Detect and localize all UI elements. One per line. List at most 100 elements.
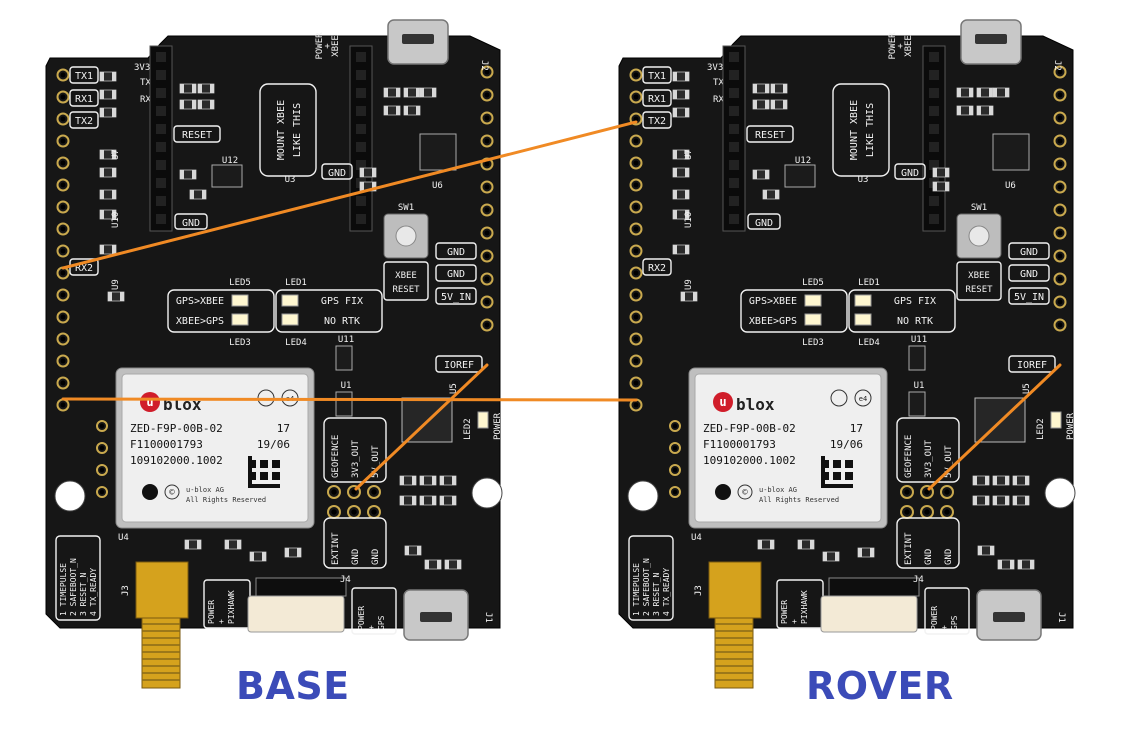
datamatrix-cell <box>837 476 841 480</box>
left-header-pin <box>56 310 70 324</box>
reset-label-box <box>746 125 794 143</box>
gnd_a-box <box>435 242 477 260</box>
socket-pin <box>356 52 366 62</box>
pin-hole <box>633 94 639 100</box>
datamatrix-cell <box>260 476 264 480</box>
geofence-label: GEOFENCE <box>904 435 914 478</box>
smd-cap <box>112 108 116 117</box>
u9-label: U9 <box>111 279 121 290</box>
smd-cap <box>1025 496 1029 505</box>
datamatrix-cell <box>260 464 264 468</box>
socket-pin <box>729 70 739 80</box>
socket-pin <box>156 106 166 116</box>
datamatrix-cell <box>272 476 276 480</box>
datamatrix-code <box>248 456 280 488</box>
pin-hole <box>60 204 66 210</box>
module-company: u-blox AG <box>186 486 224 494</box>
datamatrix-cell <box>821 476 825 480</box>
rx2-label: RX2 <box>75 263 93 274</box>
pin-hole <box>1057 92 1063 98</box>
mounting-hole <box>471 477 503 509</box>
smd-cap <box>673 150 677 159</box>
smd-cap <box>412 496 416 505</box>
pin-hole <box>60 270 66 276</box>
socket-pin <box>156 196 166 206</box>
datamatrix-cell <box>841 484 845 488</box>
tx1-label: TX1 <box>75 71 93 82</box>
pixhawk-header <box>828 577 920 597</box>
smd-cap <box>771 84 775 93</box>
u7-label: U7 <box>111 149 121 160</box>
tx-ready-label: 4 TX_READY <box>89 568 98 616</box>
breakout-pin <box>920 485 934 499</box>
u9-label: U9 <box>684 279 694 290</box>
timepulse-pin <box>669 486 681 498</box>
gnd_a-label: GND <box>447 247 465 258</box>
smd-cap <box>673 190 677 199</box>
smd-cap <box>100 150 104 159</box>
pin-hole <box>1057 253 1063 259</box>
left-header-pin <box>56 354 70 368</box>
3v3-label: 3V3 <box>707 63 723 73</box>
breakout-pin <box>347 485 361 499</box>
smd-cap <box>977 106 981 115</box>
datamatrix-cell <box>272 460 276 464</box>
breakout-pin <box>940 485 954 499</box>
power-led-label: POWER <box>493 412 503 440</box>
smd-cap <box>977 88 981 97</box>
datamatrix-cell <box>272 472 276 476</box>
mounting-hole <box>54 480 86 512</box>
smd-cap <box>396 106 400 115</box>
datamatrix-cell <box>276 484 280 488</box>
rx-short-label: RX <box>140 95 151 105</box>
tx-ready-label: 4 TX_READY <box>662 568 671 616</box>
smd-cap <box>100 245 104 254</box>
smd-cap <box>685 72 689 81</box>
datamatrix-cell <box>821 464 825 468</box>
datamatrix-cell <box>272 484 276 488</box>
socket-pin <box>156 124 166 134</box>
pin-hole <box>1057 299 1063 305</box>
tx-short-label: TX <box>713 78 724 88</box>
xbee-socket-left <box>722 45 746 232</box>
timepulse-pin <box>96 442 108 454</box>
datamatrix-cell <box>252 476 256 480</box>
connection-wire <box>61 397 638 402</box>
ic-u11 <box>335 345 353 371</box>
smd-cap <box>420 88 424 97</box>
smd-cap <box>192 100 196 109</box>
pin-hole <box>484 207 490 213</box>
smd-cap <box>685 90 689 99</box>
no-rtk-label: NO RTK <box>324 316 360 327</box>
smd-cap <box>432 88 436 97</box>
smd-cap <box>100 72 104 81</box>
mounting-hole <box>1044 477 1076 509</box>
xbee-text: XBEE <box>331 35 341 57</box>
left-header-pin <box>56 134 70 148</box>
breakout-top-box <box>896 417 960 483</box>
pin-hole <box>60 336 66 342</box>
sma-connector-body <box>135 561 189 619</box>
j3-label: J3 <box>121 585 131 596</box>
pin-hole <box>672 445 678 451</box>
xbee-text: XBEE <box>904 35 914 57</box>
pin-hole <box>672 467 678 473</box>
smd-cap <box>798 540 802 549</box>
u12-label: U12 <box>222 156 238 166</box>
led-right-box <box>275 289 383 333</box>
pb-free-icon <box>830 389 848 407</box>
smd-cap <box>197 540 201 549</box>
right-header-pin <box>480 203 494 217</box>
smd-cap <box>758 540 762 549</box>
reset-text: RESET <box>965 285 993 295</box>
smd-cap <box>384 88 388 97</box>
ic-u6 <box>992 133 1030 171</box>
smd-cap <box>993 496 997 505</box>
base-caption: BASE <box>236 664 350 708</box>
datamatrix-cell <box>264 484 268 488</box>
like-this-text: LIKE THIS <box>865 103 876 157</box>
pixhawk-header <box>255 577 347 597</box>
datamatrix-cell <box>825 472 829 476</box>
